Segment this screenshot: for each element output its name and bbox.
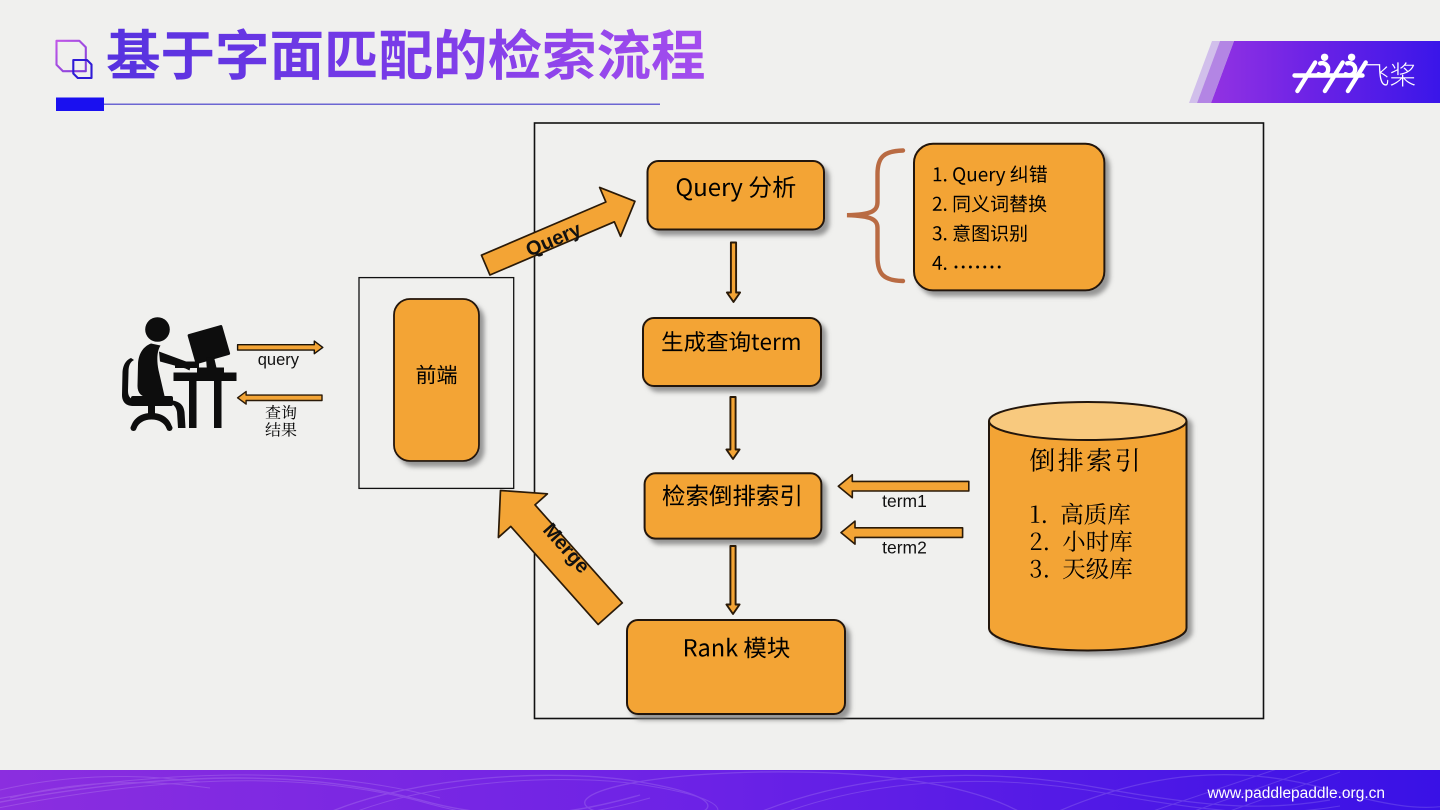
svg-text:www.paddlepaddle.org.cn: www.paddlepaddle.org.cn <box>1206 785 1385 802</box>
svg-text:term1: term1 <box>882 491 927 511</box>
svg-text:term2: term2 <box>882 538 927 558</box>
svg-text:query: query <box>258 351 300 369</box>
